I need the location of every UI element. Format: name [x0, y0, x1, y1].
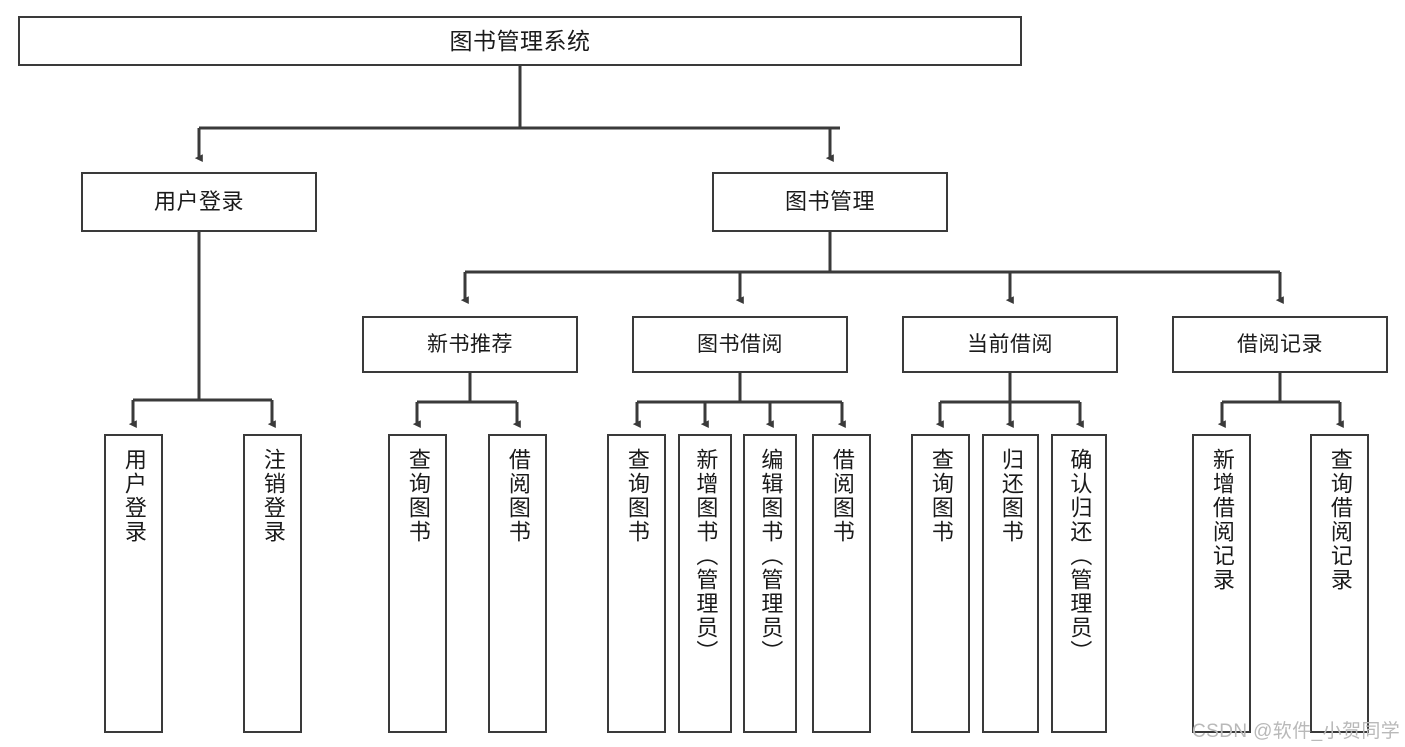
node-book-management[interactable]: 图书管理	[712, 172, 948, 232]
leaf-recommend-borrow-book[interactable]: 借阅图书	[488, 434, 547, 733]
node-label: 借阅图书	[829, 448, 855, 544]
node-label: 编辑图书（管理员）	[758, 448, 784, 664]
leaf-borrow-edit-book-admin[interactable]: 编辑图书（管理员）	[743, 434, 797, 733]
leaf-current-confirm-return-admin[interactable]: 确认归还（管理员）	[1051, 434, 1107, 733]
node-book-borrow[interactable]: 图书借阅	[632, 316, 848, 373]
leaf-current-query-book[interactable]: 查询图书	[911, 434, 970, 733]
node-label: 归还图书	[998, 448, 1024, 544]
node-label: 查询图书	[405, 448, 431, 544]
watermark: CSDN @软件_小贺同学	[1192, 721, 1401, 742]
leaf-user-login-logout[interactable]: 注销登录	[243, 434, 302, 733]
node-label: 查询借阅记录	[1327, 448, 1353, 592]
node-label: 图书管理	[784, 189, 875, 214]
node-label: 用户登录	[153, 189, 244, 214]
leaf-current-return-book[interactable]: 归还图书	[982, 434, 1039, 733]
node-label: 新书推荐	[427, 333, 513, 356]
node-label: 用户登录	[121, 448, 147, 544]
node-label: 图书管理系统	[449, 27, 591, 54]
leaf-user-login-login[interactable]: 用户登录	[104, 434, 163, 733]
leaf-record-add-record[interactable]: 新增借阅记录	[1192, 434, 1251, 733]
node-label: 新增借阅记录	[1209, 448, 1235, 592]
leaf-borrow-borrow-book[interactable]: 借阅图书	[812, 434, 871, 733]
node-current-borrow[interactable]: 当前借阅	[902, 316, 1118, 373]
node-label: 确认归还（管理员）	[1067, 448, 1093, 664]
node-label: 注销登录	[260, 448, 286, 544]
node-label: 借阅记录	[1237, 333, 1323, 356]
node-label: 查询图书	[624, 448, 650, 544]
node-label: 查询图书	[928, 448, 954, 544]
node-new-book-recommend[interactable]: 新书推荐	[362, 316, 578, 373]
node-borrow-record[interactable]: 借阅记录	[1172, 316, 1388, 373]
node-label: 借阅图书	[505, 448, 531, 544]
leaf-recommend-query-book[interactable]: 查询图书	[388, 434, 447, 733]
leaf-borrow-query-book[interactable]: 查询图书	[607, 434, 666, 733]
leaf-record-query-record[interactable]: 查询借阅记录	[1310, 434, 1369, 733]
node-root-system[interactable]: 图书管理系统	[18, 16, 1022, 66]
node-label: 新增图书（管理员）	[693, 448, 719, 664]
node-label: 当前借阅	[967, 333, 1053, 356]
node-user-login[interactable]: 用户登录	[81, 172, 317, 232]
leaf-borrow-add-book-admin[interactable]: 新增图书（管理员）	[678, 434, 732, 733]
node-label: 图书借阅	[697, 333, 783, 356]
